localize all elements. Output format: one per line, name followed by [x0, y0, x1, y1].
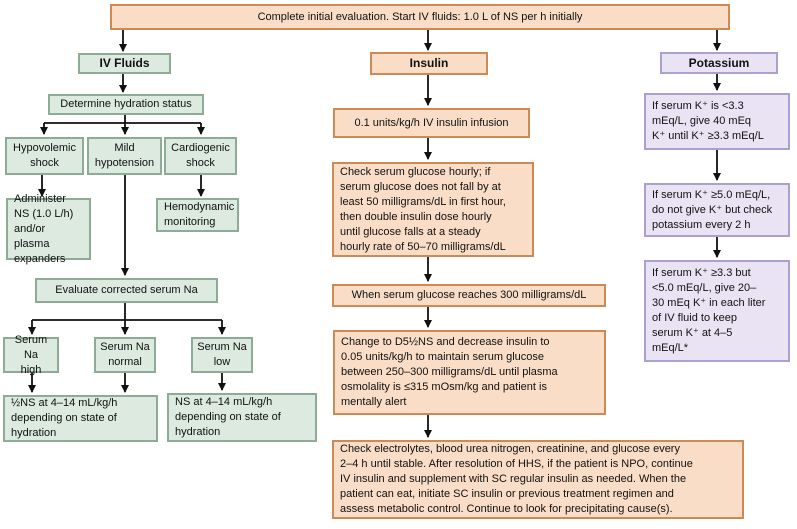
hemodynamic-monitoring-box: Hemodynamic monitoring	[156, 198, 239, 232]
arrows	[28, 30, 721, 438]
potassium-header: Potassium	[660, 52, 778, 74]
hypovolemic-shock-box: Hypovolemic shock	[5, 137, 84, 175]
insulin-infusion-box: 0.1 units/kg/h IV insulin infusion	[333, 108, 530, 138]
check-electrolytes-box: Check electrolytes, blood urea nitrogen,…	[332, 440, 744, 519]
check-glucose-box: Check serum glucose hourly; if serum glu…	[332, 162, 534, 257]
serum-na-normal-box: Serum Na normal	[94, 337, 156, 373]
mild-hypotension-box: Mild hypotension	[87, 137, 162, 175]
insulin-header: Insulin	[370, 52, 488, 75]
evaluate-serum-na-box: Evaluate corrected serum Na	[35, 278, 218, 303]
serum-na-low-box: Serum Na low	[191, 337, 253, 373]
potassium-above-50-box: If serum K⁺ ≥5.0 mEq/L, do not give K⁺ b…	[644, 183, 790, 237]
glucose-300-box: When serum glucose reaches 300 milligram…	[332, 284, 606, 307]
serum-na-high-box: Serum Na high	[3, 334, 59, 376]
iv-fluids-header: IV Fluids	[78, 53, 171, 74]
cardiogenic-shock-box: Cardiogenic shock	[164, 137, 237, 175]
determine-hydration-box: Determine hydration status	[48, 94, 204, 115]
ns-box: NS at 4–14 mL/kg/h depending on state of…	[167, 393, 317, 442]
administer-ns-box: Administer NS (1.0 L/h) and/or plasma ex…	[6, 193, 91, 265]
initial-evaluation-box: Complete initial evaluation. Start IV fl…	[110, 4, 730, 30]
potassium-mid-range-box: If serum K⁺ ≥3.3 but <5.0 mEq/L, give 20…	[644, 260, 790, 362]
half-ns-box: ½NS at 4–14 mL/kg/h depending on state o…	[3, 395, 158, 442]
potassium-below-33-box: If serum K⁺ is <3.3 mEq/L, give 40 mEq K…	[644, 93, 790, 150]
change-to-d5-box: Change to D5½NS and decrease insulin to …	[333, 330, 606, 415]
